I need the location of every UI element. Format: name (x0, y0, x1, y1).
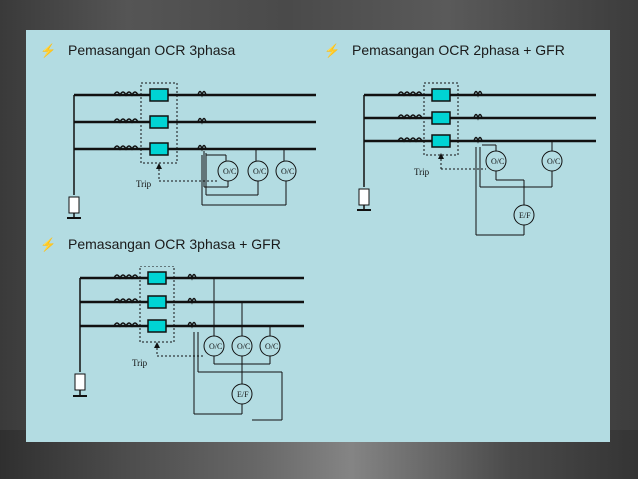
diagram-1-trip-label: Trip (136, 179, 152, 189)
diagram-2-relay-1-label: O/C (491, 157, 504, 166)
diagram-2-trip-label: Trip (414, 167, 430, 177)
lightning-bolt-icon: ⚡ (324, 43, 341, 58)
diagram-3-title: Pemasangan OCR 3phasa + GFR (68, 236, 281, 252)
diagram-3-relay-3-label: O/C (265, 342, 278, 351)
diagram-3-ground-relay-label: E/F (237, 390, 249, 399)
diagram-2-ground-relay-label: E/F (519, 211, 531, 220)
diagram-3-heading: ⚡ Pemasangan OCR 3phasa + GFR (40, 236, 281, 253)
diagram-1-relay-3-label: O/C (281, 167, 294, 176)
diagram-1-title: Pemasangan OCR 3phasa (68, 42, 236, 58)
diagram-3-relay-1-label: O/C (209, 342, 222, 351)
diagram-1-heading: ⚡ Pemasangan OCR 3phasa (40, 42, 235, 59)
lightning-bolt-icon: ⚡ (40, 237, 57, 252)
diagram-1-schematic: Trip O/C O/C O/C (67, 82, 316, 219)
diagram-3-schematic: Trip O/C O/C O/C E/F (73, 266, 304, 421)
diagram-2-heading: ⚡ Pemasangan OCR 2phasa + GFR (324, 42, 565, 59)
diagram-2-relay-2-label: O/C (547, 157, 560, 166)
diagram-3-trip-label: Trip (132, 358, 148, 368)
diagram-2-title: Pemasangan OCR 2phasa + GFR (352, 42, 565, 58)
slide-panel: ⚡ Pemasangan OCR 3phasa ⚡ Pemasangan OCR 2… (26, 30, 610, 442)
lightning-bolt-icon: ⚡ (40, 43, 57, 58)
diagram-3-relay-2-label: O/C (237, 342, 250, 351)
diagram-1-relay-1-label: O/C (223, 167, 236, 176)
diagram-2-schematic: Trip O/C O/C E/F (357, 82, 596, 236)
diagram-1-relay-2-label: O/C (253, 167, 266, 176)
